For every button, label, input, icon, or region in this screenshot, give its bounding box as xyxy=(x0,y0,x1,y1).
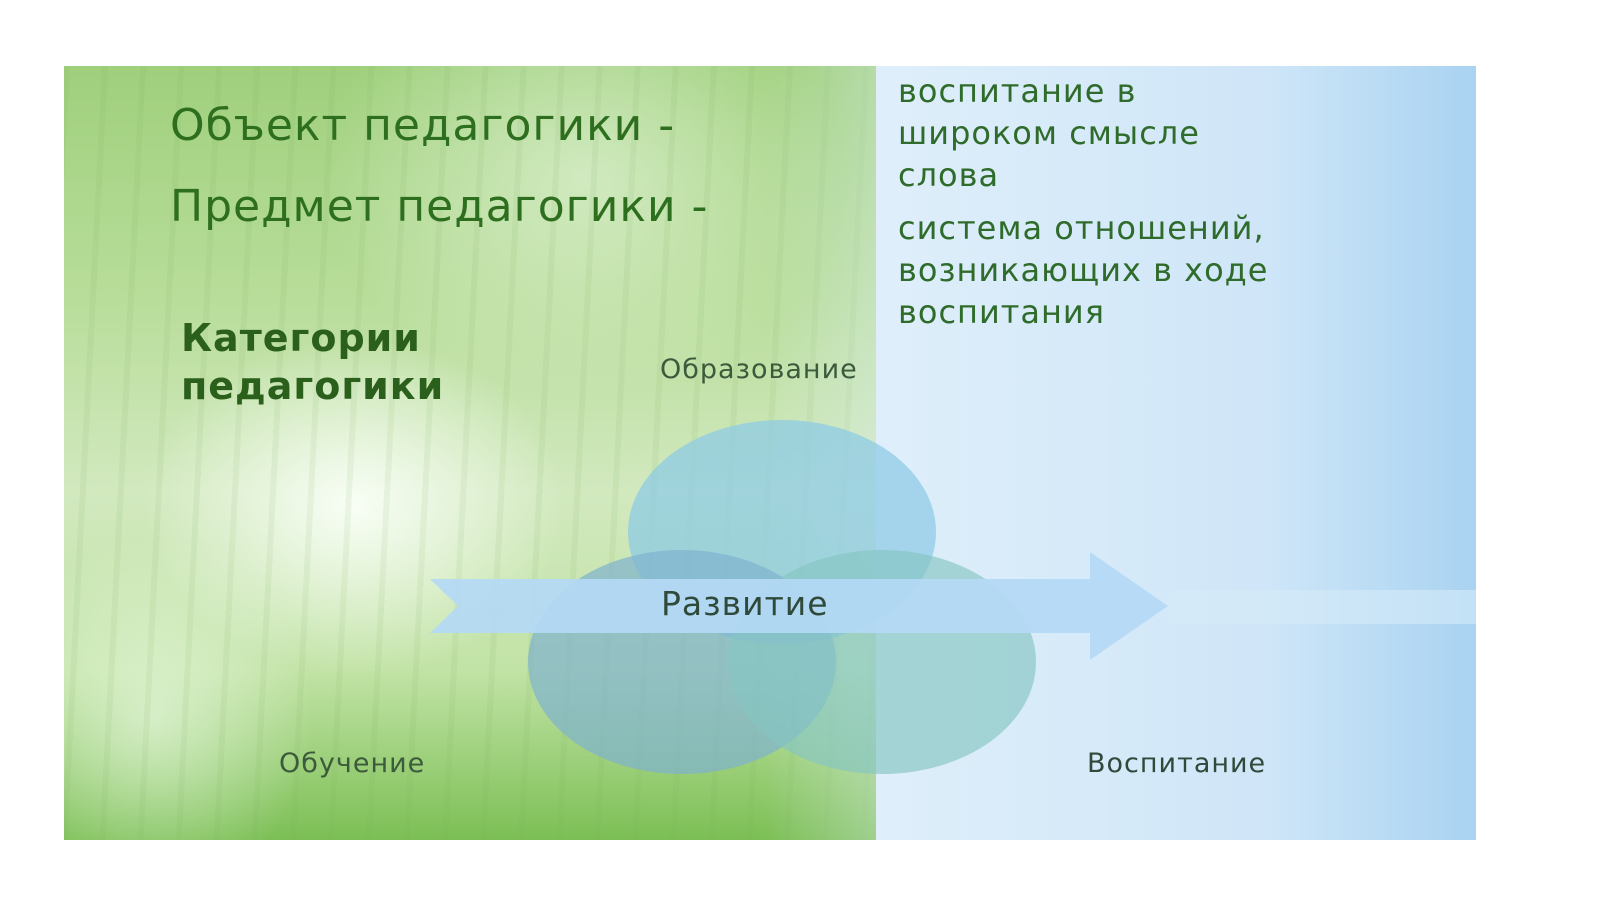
object-definition-line: широком смысле xyxy=(898,114,1200,152)
object-definition-line: воспитание в xyxy=(898,72,1137,110)
teaching-label: Обучение xyxy=(279,748,425,779)
development-label: Развитие xyxy=(661,584,829,623)
upbringing-label: Воспитание xyxy=(1087,748,1266,779)
subject-definition-line: возникающих в ходе xyxy=(898,251,1269,289)
subject-definition: система отношений, возникающих в ходе во… xyxy=(898,207,1268,333)
categories-heading-line: педагогики xyxy=(181,364,445,408)
categories-heading-line: Категории xyxy=(181,316,421,360)
object-definition: воспитание в широком смысле слова xyxy=(898,70,1200,196)
object-heading: Объект педагогики - xyxy=(170,100,676,151)
development-arrow xyxy=(430,552,1168,660)
arrow-trail xyxy=(1168,590,1476,624)
subject-heading: Предмет педагогики - xyxy=(170,181,709,232)
subject-definition-line: система отношений, xyxy=(898,209,1265,247)
object-definition-line: слова xyxy=(898,156,1000,194)
subject-definition-line: воспитания xyxy=(898,293,1105,331)
education-label: Образование xyxy=(660,354,858,385)
categories-heading: Категории педагогики xyxy=(181,314,444,410)
